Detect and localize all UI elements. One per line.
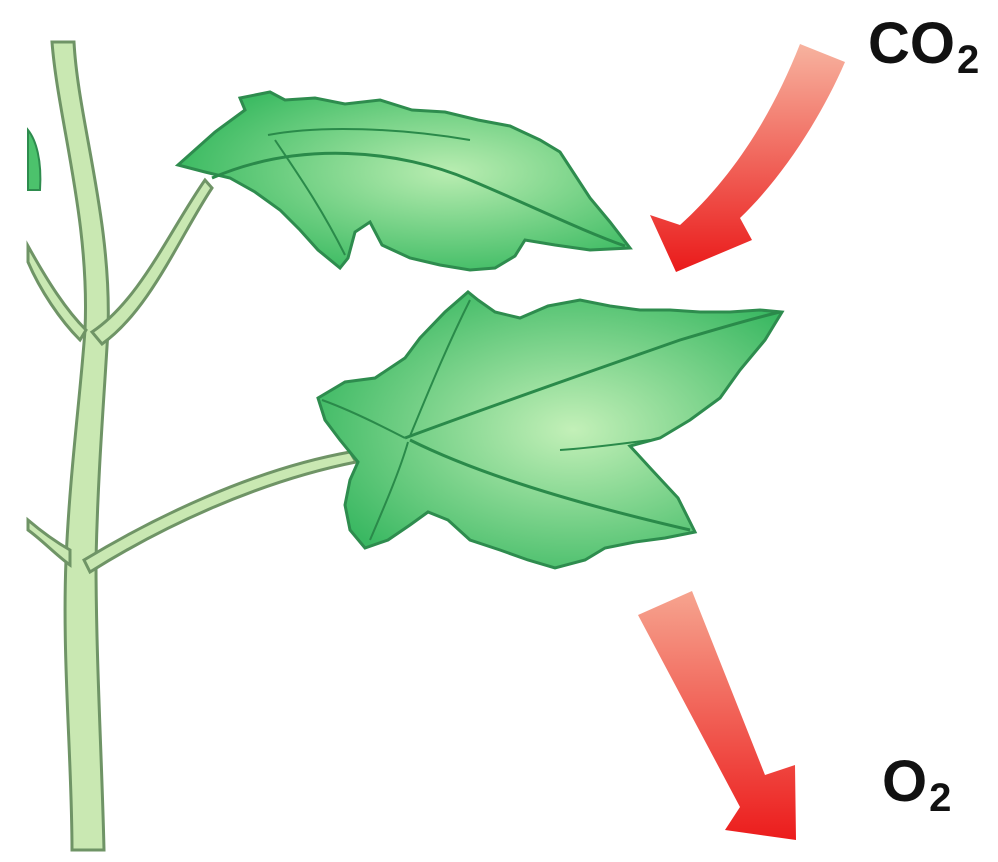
partial-leaf-left [28, 130, 40, 190]
stem-branch-left-upper [28, 246, 86, 340]
petiole-middle [84, 452, 356, 572]
stem-branch-left-lower [28, 520, 70, 565]
main-stem [52, 42, 108, 850]
curved-arrow-down-left-icon [640, 40, 860, 280]
co2-label: CO2 [868, 10, 979, 77]
petiole-top [92, 180, 212, 344]
co2-label-sub: 2 [957, 38, 979, 82]
o2-label-main: O [882, 749, 927, 814]
arrow-down-right-icon [630, 585, 820, 845]
leaf-top [178, 92, 630, 270]
o2-label: O2 [882, 748, 951, 815]
o2-label-sub: 2 [929, 776, 951, 820]
co2-label-main: CO [868, 11, 955, 76]
